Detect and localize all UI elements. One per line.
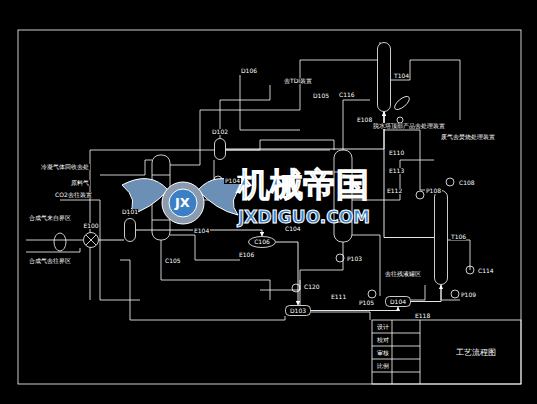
- equipment-box: D103: [285, 305, 311, 316]
- stream-label: P109: [460, 292, 477, 298]
- vessel-column: D101: [124, 218, 136, 242]
- stream-label: C120: [303, 284, 321, 290]
- equipment-box: D104: [385, 296, 411, 307]
- equipment-box: E100: [83, 232, 99, 248]
- equipment-tag: C106: [254, 239, 270, 245]
- vessel-column: T106: [434, 190, 448, 285]
- title-cell: 设计: [376, 324, 390, 330]
- stream-label: P103: [346, 256, 363, 262]
- stream-label: D106: [240, 68, 258, 74]
- stream-label: C116: [338, 92, 356, 98]
- stream-label: CO2去往装置: [54, 192, 93, 198]
- title-cell: 审核: [376, 350, 390, 356]
- equipment-tag: D102: [212, 129, 228, 135]
- vessel-column: T104: [377, 42, 391, 112]
- process-line: [276, 242, 298, 305]
- watermark: 机械帝国: [236, 168, 370, 203]
- equipment-tag: D104: [390, 299, 406, 305]
- equipment-tag: D103: [290, 308, 306, 314]
- equipment-tag: T104: [394, 73, 409, 79]
- equipment-tag: E100: [83, 223, 98, 229]
- title-cell: 校对: [376, 337, 390, 343]
- stream-label: 合成气来自界区: [28, 215, 72, 221]
- node-outline: [124, 218, 136, 242]
- drawing-frame: [18, 30, 521, 384]
- pipes: [26, 42, 470, 320]
- stream-label: E104: [193, 228, 210, 234]
- stream-label: E106: [238, 252, 255, 258]
- stream-label: E111: [330, 294, 347, 300]
- watermark: JXDIGUO.COM: [237, 209, 371, 227]
- title-cell: 比例: [376, 363, 390, 369]
- process-line: [226, 112, 384, 149]
- stream-label: E112: [386, 188, 403, 194]
- stream-label: C104: [284, 226, 302, 232]
- node-outline: [377, 42, 391, 112]
- stream-label: C114: [477, 268, 495, 274]
- logo-graphic: [122, 179, 244, 224]
- equipment-tag: T106: [451, 234, 466, 240]
- stream-label: 脱水塔顶部产品去处理装置: [372, 123, 446, 129]
- process-line: [411, 285, 441, 302]
- vessel-column: D102: [214, 138, 226, 160]
- node-outline: [214, 138, 226, 160]
- process-line: [384, 112, 434, 238]
- title-block: 工艺流程图: [372, 320, 521, 384]
- stream-label: 去往残液罐区: [384, 271, 422, 277]
- watermark: JX: [174, 196, 191, 210]
- equipment-tag: 工艺流程图: [456, 349, 496, 357]
- stream-label: D105: [312, 93, 330, 99]
- stream-label: P105: [358, 300, 375, 306]
- stream-label: 合成气去往界区: [28, 258, 72, 264]
- node-outline: [372, 320, 521, 384]
- stream-label: 去TDI装置: [283, 78, 313, 84]
- stream-label: C108: [458, 180, 476, 186]
- process-line: [99, 240, 124, 241]
- stream-label: E113: [388, 168, 405, 174]
- stream-label: P104: [224, 178, 241, 184]
- stream-label: P108: [425, 188, 442, 194]
- stream-label: 废气去焚烧处理装置: [440, 134, 496, 140]
- pumps-and-exchangers: [54, 94, 474, 298]
- equipment-tag: D101: [122, 209, 138, 215]
- stream-label: E110: [388, 150, 405, 156]
- stream-label: E118: [414, 313, 431, 319]
- equipment-box: C106: [248, 236, 276, 248]
- stream-label: 原料气: [70, 180, 90, 186]
- title-block-grid: [372, 320, 521, 384]
- node-outline: [83, 232, 99, 248]
- stream-label: E108: [356, 117, 373, 123]
- node-outline: [434, 190, 448, 285]
- stream-label: C105: [164, 258, 182, 264]
- stream-label: 冷凝气体回收去处: [40, 164, 90, 170]
- process-line: [311, 307, 398, 311]
